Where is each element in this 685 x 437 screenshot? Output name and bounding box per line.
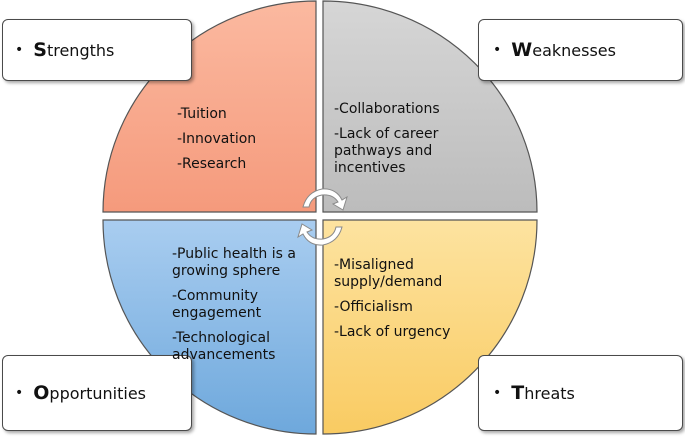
threats-initial: T <box>511 382 525 404</box>
strengths-heading-rest: trengths <box>46 41 115 60</box>
weaknesses-items: -Collaborations -Lack of career pathways… <box>334 101 452 185</box>
opportunities-item-public-health: -Public health is a growing sphere <box>172 246 296 279</box>
threats-label-box: • Threats <box>478 355 683 431</box>
opportunities-initial: O <box>33 382 50 404</box>
weaknesses-bullet: • <box>493 42 502 58</box>
threats-heading-rest: hreats <box>524 384 575 403</box>
cycle-arrows-icon <box>297 188 348 246</box>
opportunities-item-technological: -Technological advancements <box>172 330 276 363</box>
threats-quadrant <box>322 219 538 435</box>
weaknesses-initial: W <box>511 39 533 61</box>
weaknesses-label-box: • Weaknesses <box>478 19 683 81</box>
threats-item-urgency: -Lack of urgency <box>334 324 451 340</box>
threats-item-misaligned: -Misaligned supply/demand <box>334 257 443 290</box>
opportunities-heading-rest: pportunities <box>49 384 146 403</box>
opportunities-item-community: -Community engagement <box>172 288 262 321</box>
strengths-label-box: • Strengths <box>2 19 192 81</box>
strengths-item-innovation: -Innovation <box>177 131 257 147</box>
strengths-items: -Tuition -Innovation -Research <box>177 106 307 181</box>
threats-bullet: • <box>493 385 502 401</box>
opportunities-items: -Public health is a growing sphere -Comm… <box>172 246 306 372</box>
strengths-initial: S <box>33 39 47 61</box>
strengths-bullet: • <box>15 42 24 58</box>
opportunities-bullet: • <box>15 385 24 401</box>
strengths-item-research: -Research <box>177 156 247 172</box>
threats-item-officialism: -Officialism <box>334 299 413 315</box>
weaknesses-item-career-pathways: -Lack of career pathways and incentives <box>334 126 439 176</box>
weaknesses-item-collaborations: -Collaborations <box>334 101 440 117</box>
weaknesses-heading-rest: eaknesses <box>532 41 616 60</box>
strengths-item-tuition: -Tuition <box>177 106 227 122</box>
threats-items: -Misaligned supply/demand -Officialism -… <box>334 257 474 349</box>
opportunities-label-box: • Opportunities <box>2 355 192 431</box>
